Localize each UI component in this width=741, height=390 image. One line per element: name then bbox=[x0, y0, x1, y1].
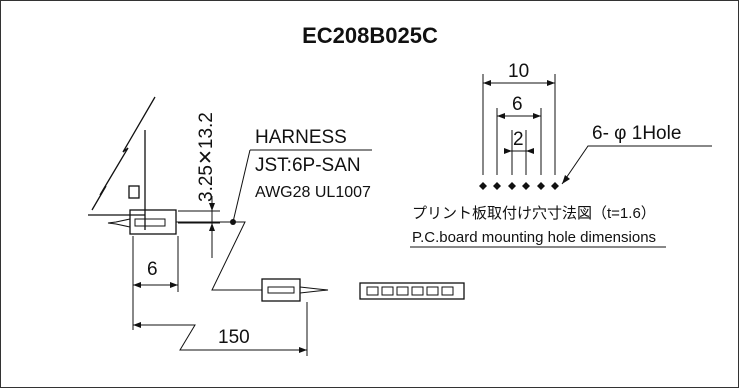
hole-leader bbox=[561, 145, 712, 185]
end-lead bbox=[299, 286, 329, 294]
motor-tab bbox=[128, 185, 140, 199]
dim6-label: 6 bbox=[147, 259, 158, 280]
dim150-label: 150 bbox=[218, 327, 250, 348]
motor-break-line bbox=[91, 96, 156, 211]
hole-dim-6: 6 bbox=[512, 94, 523, 115]
dim150-line bbox=[133, 324, 307, 351]
mounting-holes bbox=[479, 182, 559, 190]
harness-label-1: HARNESS bbox=[255, 127, 347, 148]
dim150-arrow-right bbox=[299, 347, 307, 353]
drawing-title: EC208B025C bbox=[302, 23, 438, 48]
hole-leader-arrow bbox=[562, 175, 570, 184]
connector-pins bbox=[366, 286, 454, 296]
cable bbox=[176, 221, 262, 291]
hole-caption-en: P.C.board mounting hole dimensions bbox=[412, 229, 656, 246]
motor-lead bbox=[107, 218, 131, 228]
motor-connector-slot bbox=[134, 218, 166, 227]
hole-dim-2: 2 bbox=[513, 129, 524, 150]
end-connector-slot bbox=[267, 286, 295, 294]
pitch-arrow-bottom bbox=[209, 223, 215, 231]
pitch-dimension-label: 3.25✕13.2 bbox=[196, 112, 217, 202]
hole-spec-label: 6- φ 1Hole bbox=[592, 123, 681, 144]
harness-leader bbox=[232, 149, 251, 223]
dim6-arrow-left bbox=[133, 282, 141, 288]
dim150-arrow-left bbox=[133, 322, 141, 328]
hole-pattern bbox=[482, 74, 556, 175]
hole-caption-jp: プリント板取付け穴寸法図（t=1.6） bbox=[412, 204, 656, 222]
harness-label-3: AWG28 UL1007 bbox=[255, 184, 371, 201]
motor-connector bbox=[129, 209, 177, 235]
pitch-arrow-top bbox=[209, 203, 215, 211]
end-connector bbox=[261, 278, 301, 302]
connector-face bbox=[359, 282, 465, 300]
harness-label-2: JST:6P-SAN bbox=[255, 155, 361, 176]
hole-dim-10: 10 bbox=[508, 61, 529, 82]
dim6-arrow-right bbox=[170, 282, 178, 288]
